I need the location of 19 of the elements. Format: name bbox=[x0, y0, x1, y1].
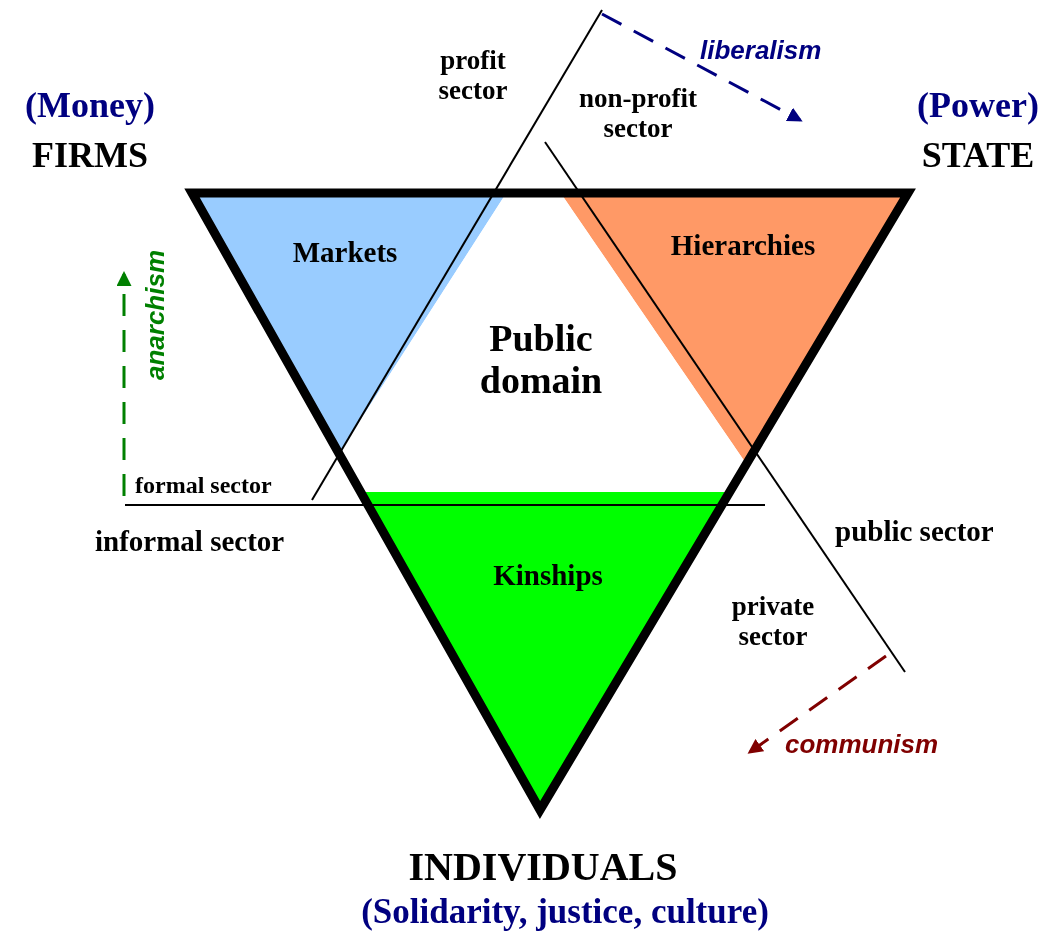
text-label: INDIVIDUALS bbox=[408, 845, 678, 889]
direction-label: communism bbox=[785, 730, 939, 759]
region-label: Public domain bbox=[461, 318, 621, 402]
text-label: STATE bbox=[921, 136, 1035, 176]
text-label: private sector bbox=[730, 592, 816, 652]
direction-label: anarchism bbox=[140, 249, 170, 381]
region-label: Kinships bbox=[493, 560, 603, 592]
direction-label: liberalism bbox=[700, 36, 822, 65]
text-label: (Money) bbox=[25, 86, 155, 126]
text-label: public sector bbox=[835, 516, 994, 548]
text-label: (Power) bbox=[917, 86, 1039, 126]
text-label: FIRMS bbox=[32, 136, 148, 176]
region-label: Hierarchies bbox=[670, 230, 816, 262]
text-label: profit sector bbox=[437, 46, 509, 106]
region-label: Markets bbox=[292, 237, 398, 269]
text-label: (Solidarity, justice, culture) bbox=[361, 893, 769, 932]
text-label: formal sector bbox=[135, 472, 272, 499]
text-label: non-profit sector bbox=[578, 84, 698, 144]
text-label: informal sector bbox=[95, 526, 285, 558]
